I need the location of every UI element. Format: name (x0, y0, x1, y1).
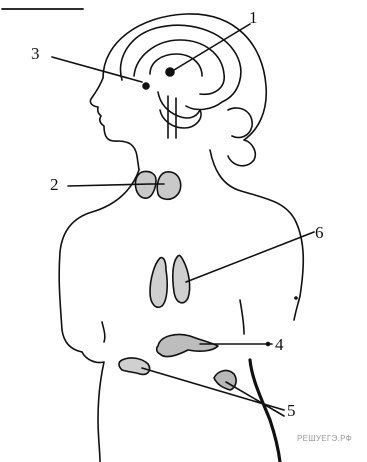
brain-stem (168, 96, 176, 138)
adrenal-left (119, 358, 150, 374)
watermark: РЕШУЕГЭ.РФ (297, 434, 352, 443)
label-5: 5 (287, 402, 296, 419)
speck (267, 343, 270, 346)
right-shoulder-arm (210, 150, 303, 320)
speck (295, 297, 297, 299)
label-6: 6 (315, 224, 324, 241)
pineal-gland (166, 68, 174, 76)
hair-bun (228, 108, 252, 138)
right-arm-line (240, 300, 244, 334)
label-2: 2 (50, 176, 59, 193)
leader-1 (174, 24, 250, 70)
face-profile (90, 78, 139, 170)
left-shoulder-arm (59, 170, 139, 352)
left-waist (82, 352, 104, 462)
adrenal-right (214, 371, 236, 390)
cerebellum (158, 92, 201, 128)
label-3: 3 (31, 45, 40, 62)
thyroid-right-lobe (157, 172, 180, 199)
label-1: 1 (249, 9, 258, 26)
left-arm-crease (102, 322, 105, 342)
thymus-right-lobe (173, 255, 190, 302)
thymus-left-lobe (150, 258, 167, 308)
pancreas (157, 334, 218, 356)
leader-6 (186, 232, 314, 282)
leader-3 (52, 57, 142, 82)
pituitary-gland (143, 83, 149, 89)
label-4: 4 (275, 336, 284, 353)
